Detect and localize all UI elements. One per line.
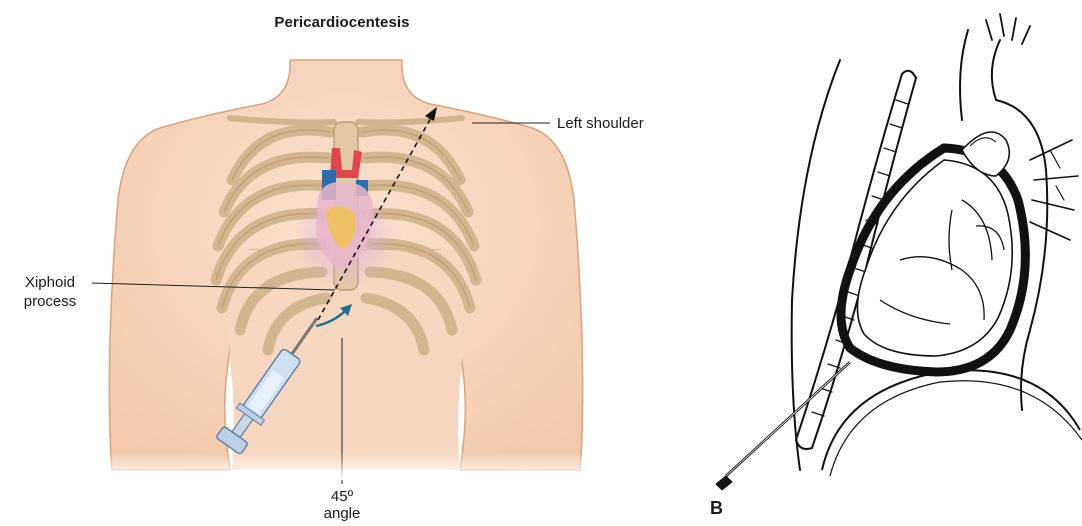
panel-b-sagittal-sketch: B [700, 0, 1082, 526]
label-angle-line1: 45º [312, 488, 372, 505]
label-xiphoid-line2: process [12, 292, 88, 311]
panel-letter-b: B [710, 498, 723, 519]
label-left-shoulder: Left shoulder [557, 114, 644, 133]
label-xiphoid-process: Xiphoid process [12, 273, 88, 311]
sagittal-heart-sketch [700, 0, 1082, 526]
needle [716, 362, 850, 490]
label-45-angle: 45º angle [312, 488, 372, 522]
torso-illustration [0, 0, 700, 526]
panel-a-torso-illustration: Pericardiocentesis Left shoulder Xiphoid… [0, 0, 700, 526]
label-angle-line2: angle [312, 505, 372, 522]
label-xiphoid-line1: Xiphoid [12, 273, 88, 292]
figure-title: Pericardiocentesis [192, 14, 492, 31]
